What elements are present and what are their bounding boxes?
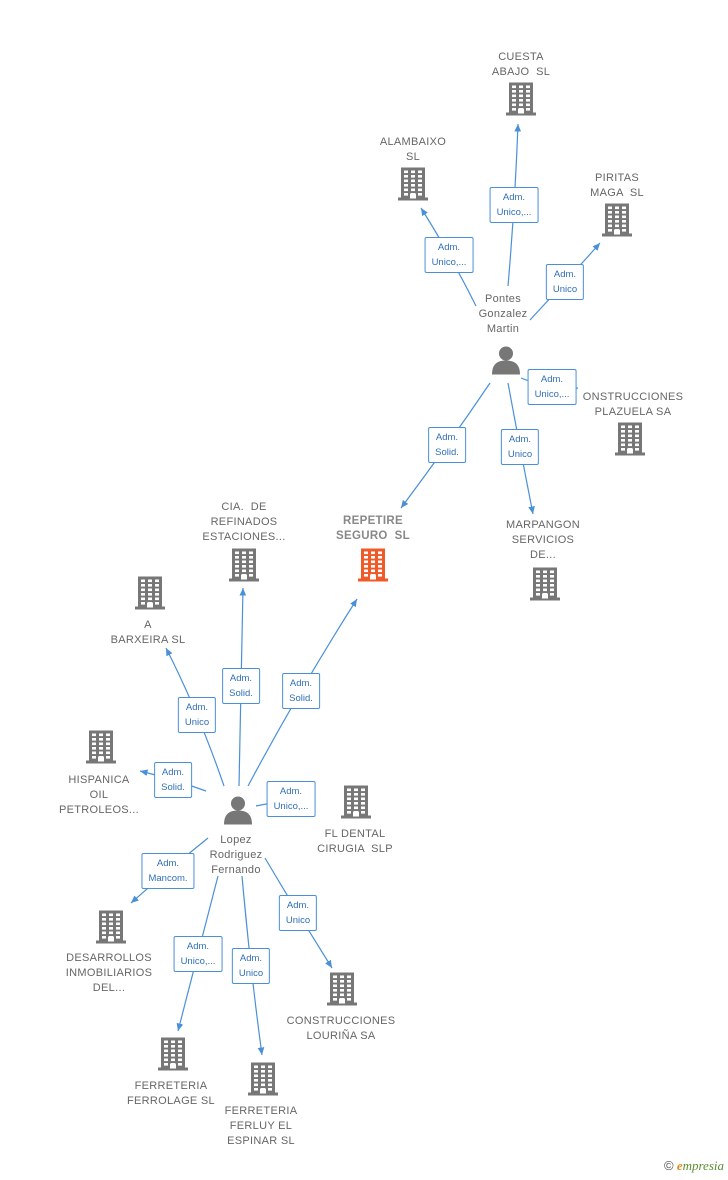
node-label[interactable]: ALAMBAIXO SL bbox=[379, 136, 447, 163]
node-label[interactable]: FERRETERIA FERLUY EL ESPINAR SL bbox=[224, 1105, 298, 1147]
building-icon[interactable] bbox=[96, 910, 126, 949]
building-icon[interactable] bbox=[135, 576, 165, 615]
brand-name: mpresia bbox=[682, 1158, 724, 1173]
relation-label[interactable]: Adm. Unico,... bbox=[266, 781, 316, 817]
node-label[interactable]: PIRITAS MAGA SL bbox=[590, 172, 644, 199]
relation-label[interactable]: Adm. Solid. bbox=[428, 427, 466, 463]
building-icon[interactable] bbox=[86, 730, 116, 769]
relation-label[interactable]: Adm. Unico bbox=[545, 264, 585, 300]
node-label[interactable]: ONSTRUCCIONES PLAZUELA SA bbox=[582, 391, 684, 418]
node-label[interactable]: CIA. DE REFINADOS ESTACIONES... bbox=[202, 501, 286, 543]
watermark: © empresia bbox=[664, 1158, 724, 1174]
building-icon[interactable] bbox=[327, 972, 357, 1011]
relation-label[interactable]: Adm. Unico,... bbox=[527, 369, 577, 405]
building-icon[interactable] bbox=[358, 548, 388, 587]
node-label[interactable]: Pontes Gonzalez Martin bbox=[478, 293, 528, 335]
building-icon[interactable] bbox=[158, 1037, 188, 1076]
relation-label[interactable]: Adm. Solid. bbox=[282, 673, 320, 709]
node-label[interactable]: A BARXEIRA SL bbox=[110, 619, 186, 646]
node-label[interactable]: CONSTRUCCIONES LOURIÑA SA bbox=[286, 1015, 396, 1042]
building-icon[interactable] bbox=[229, 548, 259, 587]
node-label[interactable]: CUESTA ABAJO SL bbox=[491, 51, 551, 78]
copyright-symbol: © bbox=[663, 1158, 674, 1173]
brand-initial: e bbox=[676, 1158, 683, 1173]
building-icon[interactable] bbox=[506, 82, 536, 121]
relation-label[interactable]: Adm. Unico bbox=[177, 697, 217, 733]
person-icon[interactable] bbox=[223, 795, 253, 830]
building-icon[interactable] bbox=[248, 1062, 278, 1101]
building-icon[interactable] bbox=[341, 785, 371, 824]
relation-label[interactable]: Adm. Solid. bbox=[154, 762, 192, 798]
node-label[interactable]: MARPANGON SERVICIOS DE... bbox=[505, 519, 581, 561]
node-label[interactable]: HISPANICA OIL PETROLEOS... bbox=[58, 774, 140, 816]
node-label[interactable]: FL DENTAL CIRUGIA SLP bbox=[317, 828, 393, 855]
node-label[interactable]: FERRETERIA FERROLAGE SL bbox=[127, 1080, 215, 1107]
building-icon[interactable] bbox=[398, 167, 428, 206]
relation-label[interactable]: Adm. Unico,... bbox=[173, 936, 223, 972]
person-icon[interactable] bbox=[491, 345, 521, 380]
building-icon[interactable] bbox=[602, 203, 632, 242]
relation-label[interactable]: Adm. Unico bbox=[500, 429, 540, 465]
building-icon[interactable] bbox=[530, 567, 560, 606]
relation-label[interactable]: Adm. Solid. bbox=[222, 668, 260, 704]
relation-label[interactable]: Adm. Unico bbox=[278, 895, 318, 931]
relation-label[interactable]: Adm. Mancom. bbox=[141, 853, 195, 889]
node-label[interactable]: Lopez Rodriguez Fernando bbox=[209, 834, 263, 876]
relation-label[interactable]: Adm. Unico,... bbox=[489, 187, 539, 223]
node-label[interactable]: DESARROLLOS INMOBILIARIOS DEL... bbox=[65, 952, 153, 994]
relation-label[interactable]: Adm. Unico bbox=[231, 948, 271, 984]
node-label[interactable]: REPETIRE SEGURO SL bbox=[336, 515, 410, 542]
building-icon[interactable] bbox=[615, 422, 645, 461]
relation-label[interactable]: Adm. Unico,... bbox=[424, 237, 474, 273]
